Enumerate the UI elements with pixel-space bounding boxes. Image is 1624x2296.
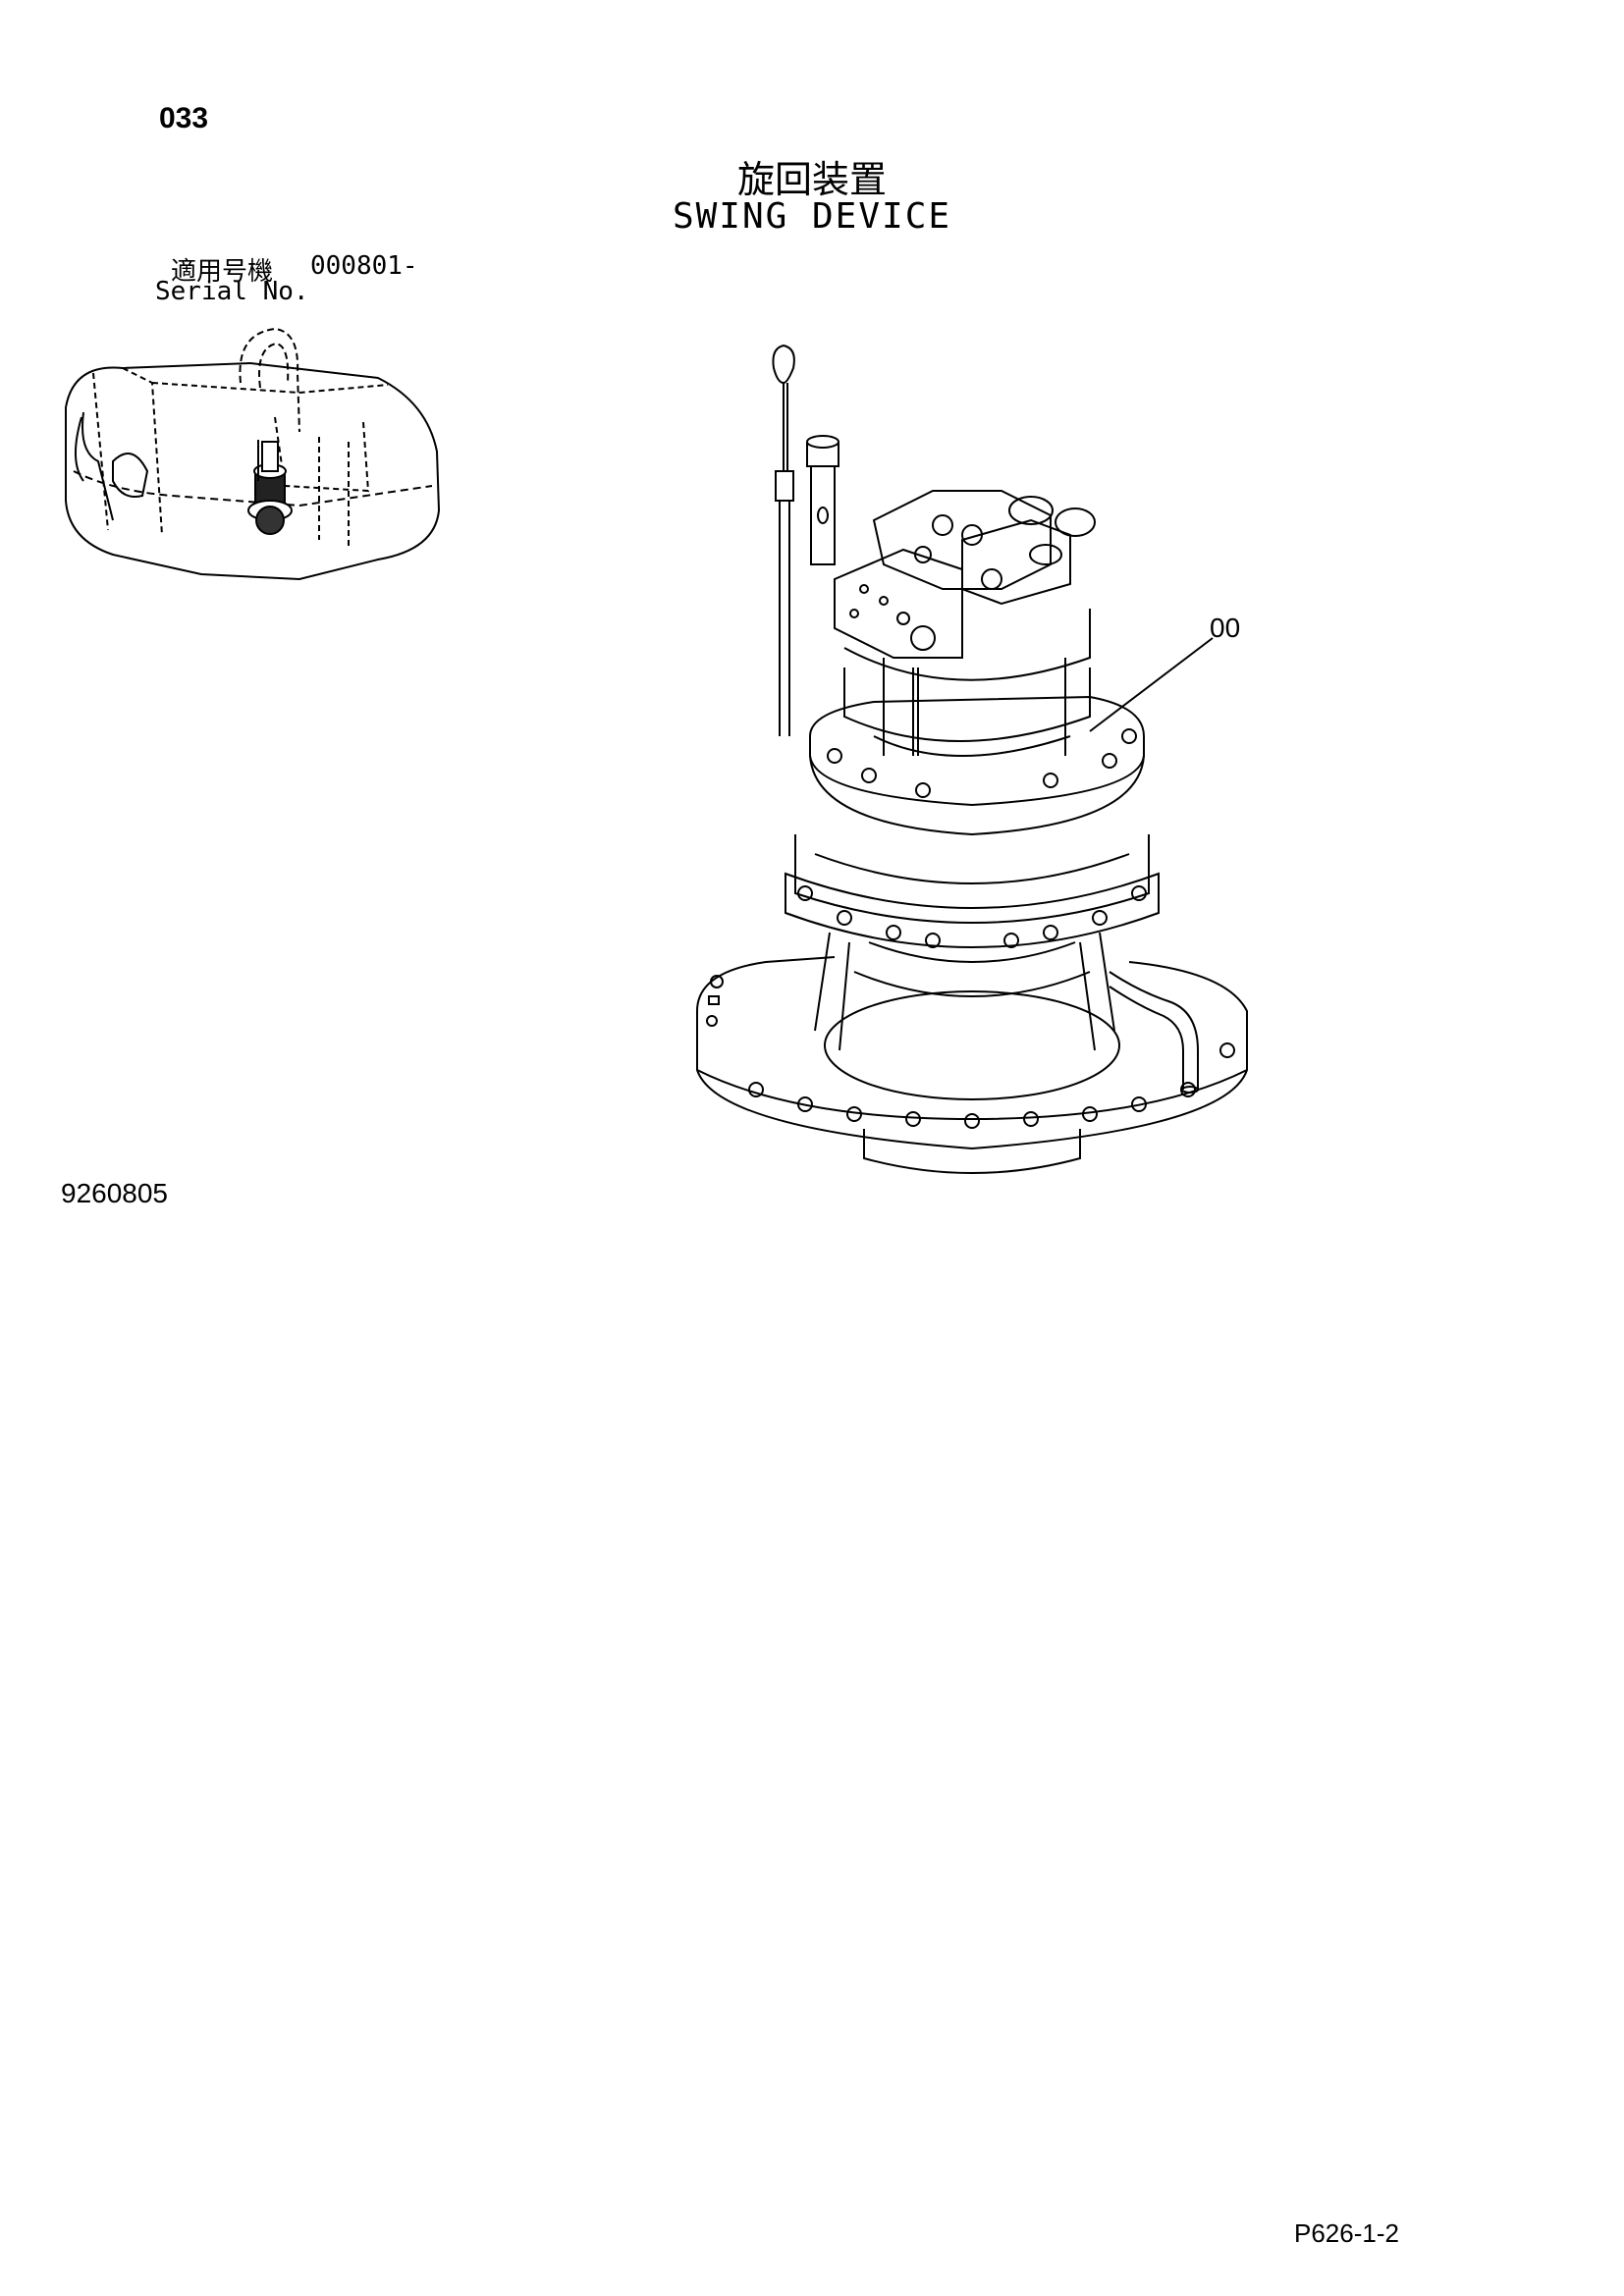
machine-location-thumbnail	[65, 327, 441, 581]
page-number: 033	[159, 102, 209, 134]
title-japanese: 旋回装置	[736, 158, 887, 201]
page-reference: P626-1-2	[1294, 2218, 1399, 2248]
serial-range: 000801-	[310, 251, 418, 281]
serial-label-japanese: 適用号機	[171, 257, 274, 287]
serial-label-english: Serial No.	[155, 277, 309, 306]
drawing-number: 9260805	[61, 1178, 169, 1208]
swing-device-drawing	[696, 344, 1248, 1174]
part-callout-label: 00	[1210, 613, 1241, 643]
title-english: SWING DEVICE	[672, 196, 952, 237]
